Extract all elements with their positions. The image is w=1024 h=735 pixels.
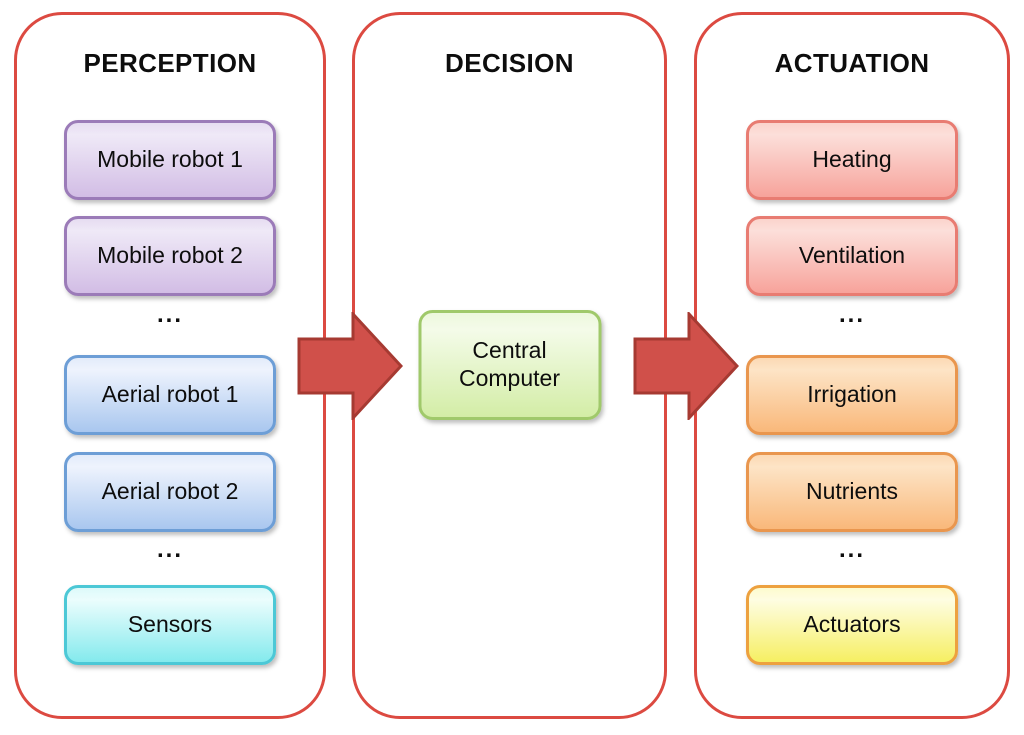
perception-title: PERCEPTION	[83, 48, 257, 78]
node-aerial-robot-1: Aerial robot 1	[64, 355, 276, 435]
perception-ellipsis-2: ...	[156, 536, 184, 563]
actuation-title: ACTUATION	[774, 48, 930, 78]
node-central-computer: Central Computer	[418, 310, 601, 420]
arrow-decision-to-actuation-icon	[633, 312, 739, 420]
actuation-ellipsis-2: ...	[838, 536, 866, 563]
node-ventilation: Ventilation	[746, 216, 958, 296]
node-aerial-robot-2: Aerial robot 2	[64, 452, 276, 532]
node-actuators: Actuators	[746, 585, 958, 665]
actuation-column: ACTUATION Heating Ventilation ... Irriga…	[694, 12, 1010, 719]
node-irrigation: Irrigation	[746, 355, 958, 435]
node-nutrients: Nutrients	[746, 452, 958, 532]
arrow-perception-to-decision-icon	[297, 312, 403, 420]
decision-title: DECISION	[445, 48, 574, 78]
node-heating: Heating	[746, 120, 958, 200]
node-mobile-robot-1: Mobile robot 1	[64, 120, 276, 200]
node-mobile-robot-2: Mobile robot 2	[64, 216, 276, 296]
perception-ellipsis-1: ...	[156, 301, 184, 328]
actuation-ellipsis-1: ...	[838, 301, 866, 328]
node-sensors: Sensors	[64, 585, 276, 665]
decision-column: DECISION Central Computer	[352, 12, 667, 719]
perception-column: PERCEPTION Mobile robot 1 Mobile robot 2…	[14, 12, 326, 719]
